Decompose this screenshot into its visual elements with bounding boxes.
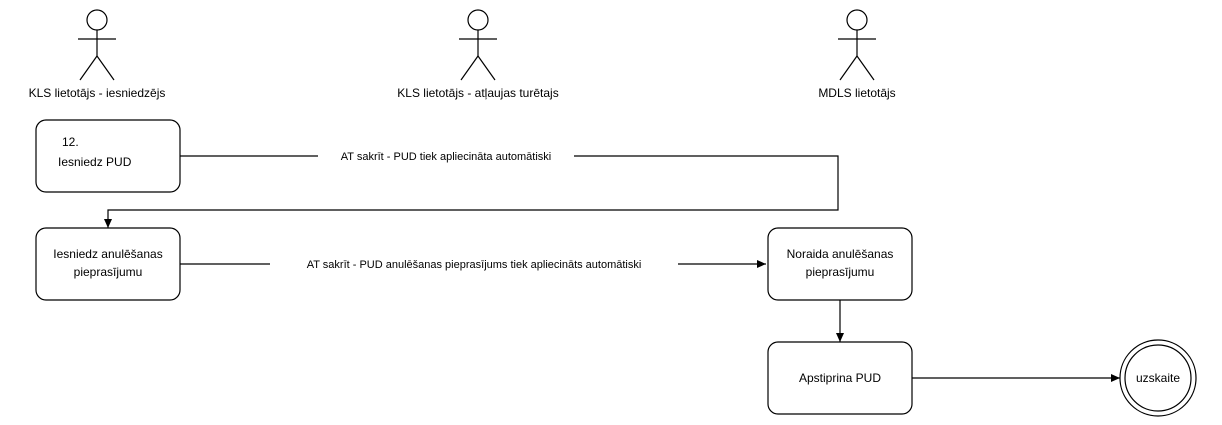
edge-label: AT sakrīt - PUD tiek apliecināta automāt… (341, 151, 552, 163)
actor-label: KLS lietotājs - iesniedzējs (29, 86, 166, 100)
node-noraida-anulesanas[interactable]: Noraida anulēšanas pieprasījumu (767, 227, 913, 301)
node-box[interactable] (767, 227, 913, 301)
edge-label: AT sakrīt - PUD anulēšanas pieprasījums … (307, 259, 642, 271)
node-iesniedz-pud[interactable]: 12. Iesniedz PUD (35, 119, 181, 193)
end-inner-circle (1124, 344, 1192, 412)
edge-line (104, 155, 839, 228)
edge-label-bg (270, 257, 678, 271)
actor-iesniedzejs: KLS lietotājs - iesniedzējs (29, 9, 166, 100)
actor-figure-icon (838, 9, 876, 81)
actor-figure-icon (78, 9, 116, 81)
node-label-line2: pieprasījumu (806, 265, 875, 279)
edge-auto-approval: AT sakrīt - PUD tiek apliecināta automāt… (104, 149, 839, 228)
node-label-line2: pieprasījumu (74, 265, 143, 279)
node-apstiprina-pud[interactable]: Apstiprina PUD (767, 341, 913, 415)
actor-atlaujas-turetajs: KLS lietotājs - atļaujas turētajs (397, 9, 559, 100)
end-label: uzskaite (1136, 371, 1180, 385)
actor-label: KLS lietotājs - atļaujas turētajs (397, 86, 558, 100)
node-label-line1: Iesniedz anulēšanas (53, 247, 162, 261)
actor-label: MDLS lietotājs (818, 86, 895, 100)
node-label: Apstiprina PUD (799, 371, 881, 385)
actor-figure-icon (459, 9, 497, 81)
node-iesniedz-anulesanas[interactable]: Iesniedz anulēšanas pieprasījumu (35, 227, 181, 301)
node-box[interactable] (35, 227, 181, 301)
edge-label-bg (318, 149, 574, 163)
node-label-line1: Noraida anulēšanas (787, 247, 894, 261)
actor-mdls-lietotajs: MDLS lietotājs (818, 9, 896, 100)
node-number: 12. (62, 135, 79, 149)
node-box[interactable] (35, 119, 181, 193)
end-node-uzskaite[interactable]: uzskaite (1119, 339, 1197, 417)
edge-cancel-auto: AT sakrīt - PUD anulēšanas pieprasījums … (180, 257, 766, 271)
node-box[interactable] (767, 341, 913, 415)
node-label: Iesniedz PUD (58, 155, 132, 169)
